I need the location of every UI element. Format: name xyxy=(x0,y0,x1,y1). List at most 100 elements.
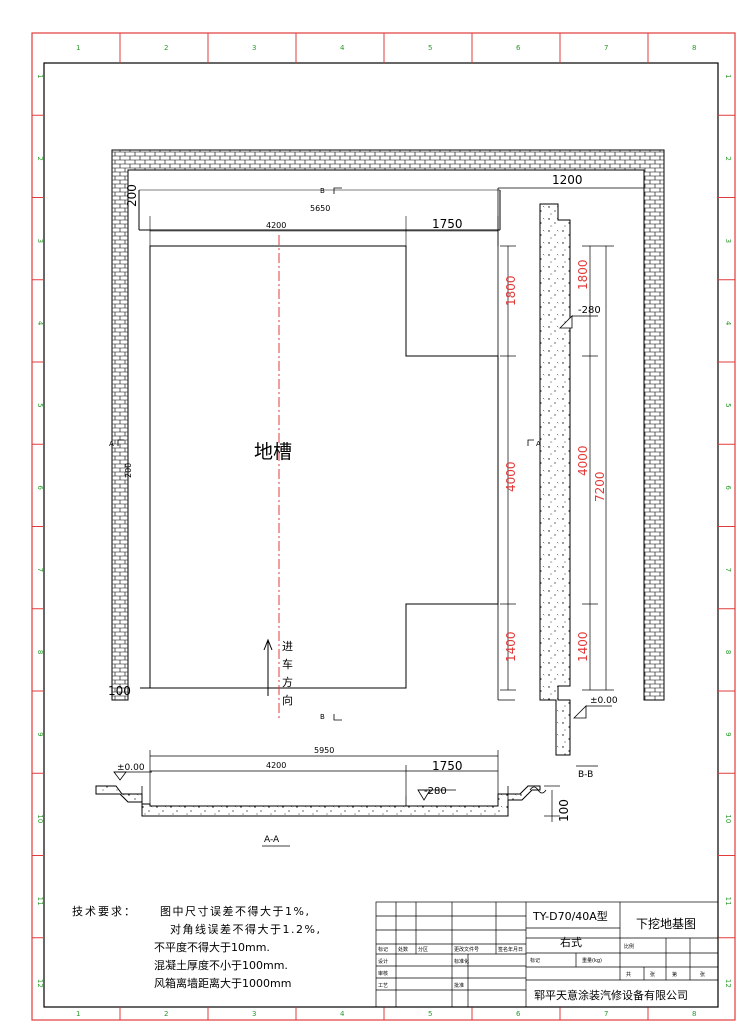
zone-number-left: 6 xyxy=(36,485,44,490)
vertical-dimension-chain xyxy=(500,245,614,691)
dim-bb-1: 1800 xyxy=(576,259,590,290)
section-markers xyxy=(117,187,598,767)
notes-line-1: 图中尺寸误差不得大于1%, xyxy=(160,904,310,918)
tb-left-4: 工艺 xyxy=(378,983,388,989)
section-mark-a-right: A xyxy=(536,440,541,448)
zone-number-top: 6 xyxy=(516,44,521,52)
notes-heading: 技术要求： xyxy=(72,905,137,918)
dim-bb-depth: -280 xyxy=(578,305,601,316)
dim-bb-2: 4000 xyxy=(576,445,590,476)
zone-number-bottom: 7 xyxy=(604,1010,608,1018)
tb-sheet-2: 张 xyxy=(650,971,655,978)
aa-zero-level: ±0.00 xyxy=(117,763,145,773)
dim-wall-top: 200 xyxy=(125,184,139,207)
dim-vert-1: 1800 xyxy=(504,275,518,306)
pit-outline xyxy=(138,187,644,701)
tb-cell-6: 年月日 xyxy=(508,946,523,953)
notes-line-2: 对角线误差不得大于1.2%, xyxy=(170,922,321,936)
zone-number-right: 11 xyxy=(724,897,732,906)
aa-dim-total: 5950 xyxy=(314,746,334,755)
zone-number-bottom: 4 xyxy=(340,1010,345,1018)
tb-cell-4: 更改文件号 xyxy=(454,946,479,953)
notes-line-5: 风箱离墙距离大于1000mm xyxy=(154,976,291,990)
zone-number-right: 9 xyxy=(724,732,732,736)
zone-number-bottom: 8 xyxy=(692,1010,696,1018)
tb-sheet-1: 共 xyxy=(626,971,631,978)
zone-number-top: 3 xyxy=(252,44,256,52)
dim-top-left: 4200 xyxy=(266,221,286,230)
zone-number-left: 2 xyxy=(36,156,44,160)
zone-number-left: 10 xyxy=(36,814,44,823)
tb-style: 右式 xyxy=(560,935,582,949)
aa-dim-left: 4200 xyxy=(266,761,286,770)
tb-cell-3: 分区 xyxy=(418,946,428,953)
pit-label: 地槽 xyxy=(254,441,292,463)
zone-number-top: 7 xyxy=(604,44,608,52)
direction-arrow-icon xyxy=(263,638,273,696)
dim-wall-bottom: 100 xyxy=(108,684,131,698)
zone-number-left: 5 xyxy=(36,403,44,407)
zone-number-left: 7 xyxy=(36,568,44,572)
dim-bb-total: 7200 xyxy=(593,471,607,502)
tb-left-5: 批准 xyxy=(454,982,464,989)
zone-number-bottom: 2 xyxy=(164,1010,168,1018)
section-aa xyxy=(95,750,560,847)
tb-sheet-4: 张 xyxy=(700,971,705,978)
brick-wall xyxy=(111,149,665,701)
dim-vert-2: 4000 xyxy=(504,461,518,492)
zone-number-right: 2 xyxy=(724,156,732,160)
notes-line-3: 不平度不得大于10mm. xyxy=(154,940,270,954)
zone-number-top: 5 xyxy=(428,44,432,52)
zone-number-left: 4 xyxy=(36,321,44,326)
direction-label-4: 向 xyxy=(282,693,293,707)
aa-thickness: 100 xyxy=(557,799,571,822)
zone-number-right: 3 xyxy=(724,239,732,243)
section-bb-label: B-B xyxy=(578,770,593,780)
tb-left-3: 审核 xyxy=(378,970,388,977)
zone-number-top: 2 xyxy=(164,44,168,52)
zone-number-right: 7 xyxy=(724,568,732,572)
section-mark-a-left: A xyxy=(109,440,114,448)
section-mark-b-top: B xyxy=(320,187,325,195)
zone-number-left: 9 xyxy=(36,732,44,736)
zone-number-left: 1 xyxy=(36,74,44,78)
zone-number-bottom: 3 xyxy=(252,1010,256,1018)
tb-cell-5: 签名 xyxy=(498,946,508,953)
zone-number-right: 8 xyxy=(724,650,732,654)
notes-line-4: 混凝土厚度不小于100mm. xyxy=(154,958,288,972)
dim-wall-corner: 1200 xyxy=(552,173,583,187)
zone-number-top: 8 xyxy=(692,44,696,52)
tb-cell-2: 处数 xyxy=(398,946,408,953)
tb-left-1: 设计 xyxy=(378,958,388,965)
zone-number-bottom: 1 xyxy=(76,1010,80,1018)
zone-number-left: 3 xyxy=(36,239,44,243)
tb-cell-1: 标记 xyxy=(378,946,388,953)
dim-bb-3: 1400 xyxy=(576,631,590,662)
zone-number-bottom: 6 xyxy=(516,1010,521,1018)
zone-number-left: 8 xyxy=(36,650,44,654)
section-aa-label: A-A xyxy=(264,835,280,845)
direction-label-1: 进 xyxy=(282,640,293,653)
dim-top-total: 5650 xyxy=(310,204,330,213)
tb-mid-3: 比例 xyxy=(624,943,634,950)
zone-number-bottom: 5 xyxy=(428,1010,432,1018)
section-mark-b-bottom: B xyxy=(320,713,325,721)
aa-dim-right: 1750 xyxy=(432,759,463,773)
zone-number-right: 5 xyxy=(724,403,732,407)
dim-bb-zero: ±0.00 xyxy=(590,696,618,706)
zone-number-right: 6 xyxy=(724,485,732,490)
zone-number-right: 4 xyxy=(724,321,732,326)
title-block xyxy=(375,901,719,1008)
tb-title: 下挖地基图 xyxy=(636,916,696,931)
tb-model: TY-D70/40A型 xyxy=(532,909,608,923)
section-bb xyxy=(539,203,612,756)
zone-number-top: 4 xyxy=(340,44,345,52)
direction-label-2: 车 xyxy=(282,657,293,671)
tb-company: 郓平天意涂装汽修设备有限公司 xyxy=(534,988,688,1002)
zone-number-top: 1 xyxy=(76,44,80,52)
zone-number-right: 12 xyxy=(724,979,732,988)
dim-top-right: 1750 xyxy=(432,217,463,231)
zone-number-left: 12 xyxy=(36,979,44,988)
